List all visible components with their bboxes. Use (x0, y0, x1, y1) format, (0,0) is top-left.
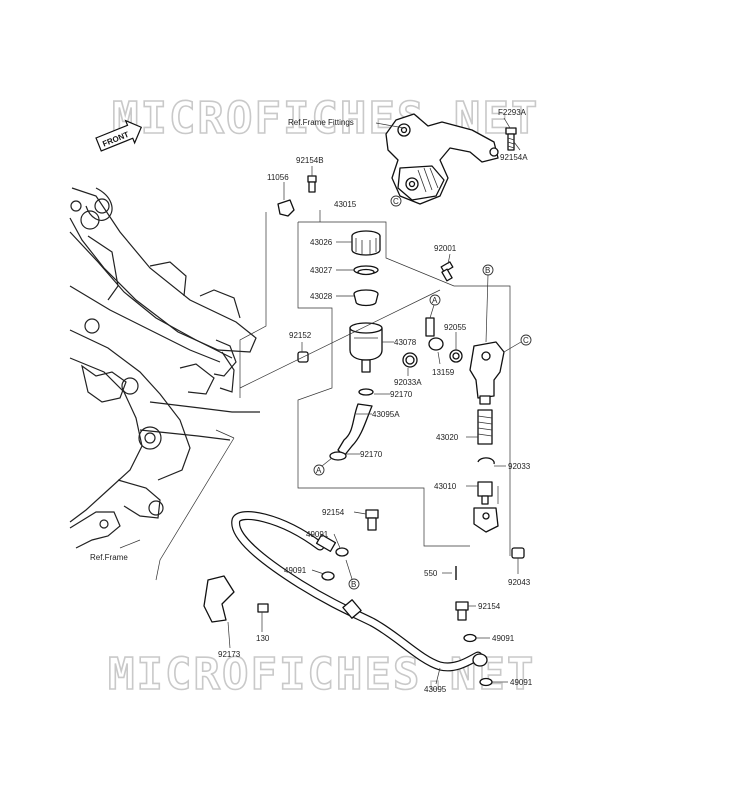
part-label: 43015 (334, 200, 357, 209)
master-cylinder (455, 341, 525, 580)
part-label: 92173 (218, 650, 241, 659)
frame-fitting-bracket (385, 113, 499, 205)
part-label: 92170 (390, 390, 413, 399)
ref-frame-fittings-label: Ref.Frame Fittings (288, 118, 354, 127)
part-label: 92154 (478, 602, 501, 611)
part-label: 550 (424, 569, 438, 578)
callout-C-top (390, 195, 402, 207)
reservoir-assembly (329, 230, 383, 461)
ref-frame-label: Ref.Frame (90, 553, 128, 562)
part-label: 43010 (434, 482, 457, 491)
bolt-92001 (440, 261, 454, 282)
svg-text:B: B (485, 266, 490, 275)
part-label: 43026 (310, 238, 333, 247)
callout-markers: C C B A A B (313, 195, 532, 590)
part-label: 49091 (306, 530, 329, 539)
part-label: 49091 (492, 634, 515, 643)
part-label: 43078 (394, 338, 417, 347)
svg-text:C: C (523, 336, 529, 345)
callout-C-right (520, 334, 532, 346)
brake-hose-43095 (231, 511, 488, 672)
part-label: 43095 (424, 685, 447, 694)
part-label: 92152 (289, 331, 312, 340)
bracket-11056 (277, 175, 317, 217)
group-outline-lines (155, 210, 511, 581)
frame-illustration (69, 187, 260, 549)
svg-text:A: A (432, 296, 438, 305)
part-label: 43028 (310, 292, 333, 301)
part-label: 43095A (372, 410, 400, 419)
part-label: 49091 (284, 566, 307, 575)
part-label: 92043 (508, 578, 531, 587)
part-labels: F2293A 92154A 92154B 11056 43015 43026 4… (218, 108, 533, 694)
part-label: 11056 (267, 173, 289, 182)
part-label: 130 (256, 634, 270, 643)
svg-text:C: C (393, 197, 399, 206)
part-label: 92033 (508, 462, 531, 471)
part-label: 92055 (444, 323, 467, 332)
bracket-92173 (203, 575, 235, 623)
svg-text:A: A (316, 466, 322, 475)
callout-A-bottom (313, 464, 325, 476)
part-label: F2293A (498, 108, 527, 117)
callout-A-top (429, 294, 441, 306)
part-label: 92154 (322, 508, 345, 517)
callout-B-bottom (348, 578, 360, 590)
part-label: 13159 (432, 368, 455, 377)
part-label: 43020 (436, 433, 459, 442)
watermark-bottom: MICROFICHES.NET (108, 649, 535, 700)
leader-lines (119, 117, 521, 685)
part-label: 92001 (434, 244, 457, 253)
part-label: 92033A (394, 378, 422, 387)
part-label: 43027 (310, 266, 333, 275)
svg-text:B: B (351, 580, 356, 589)
bolt-92154A (505, 127, 517, 151)
part-label: 92154B (296, 156, 324, 165)
part-label: 92154A (500, 153, 528, 162)
fitting-13159 (402, 317, 463, 368)
part-label: 49091 (510, 678, 533, 687)
part-label: 92170 (360, 450, 383, 459)
